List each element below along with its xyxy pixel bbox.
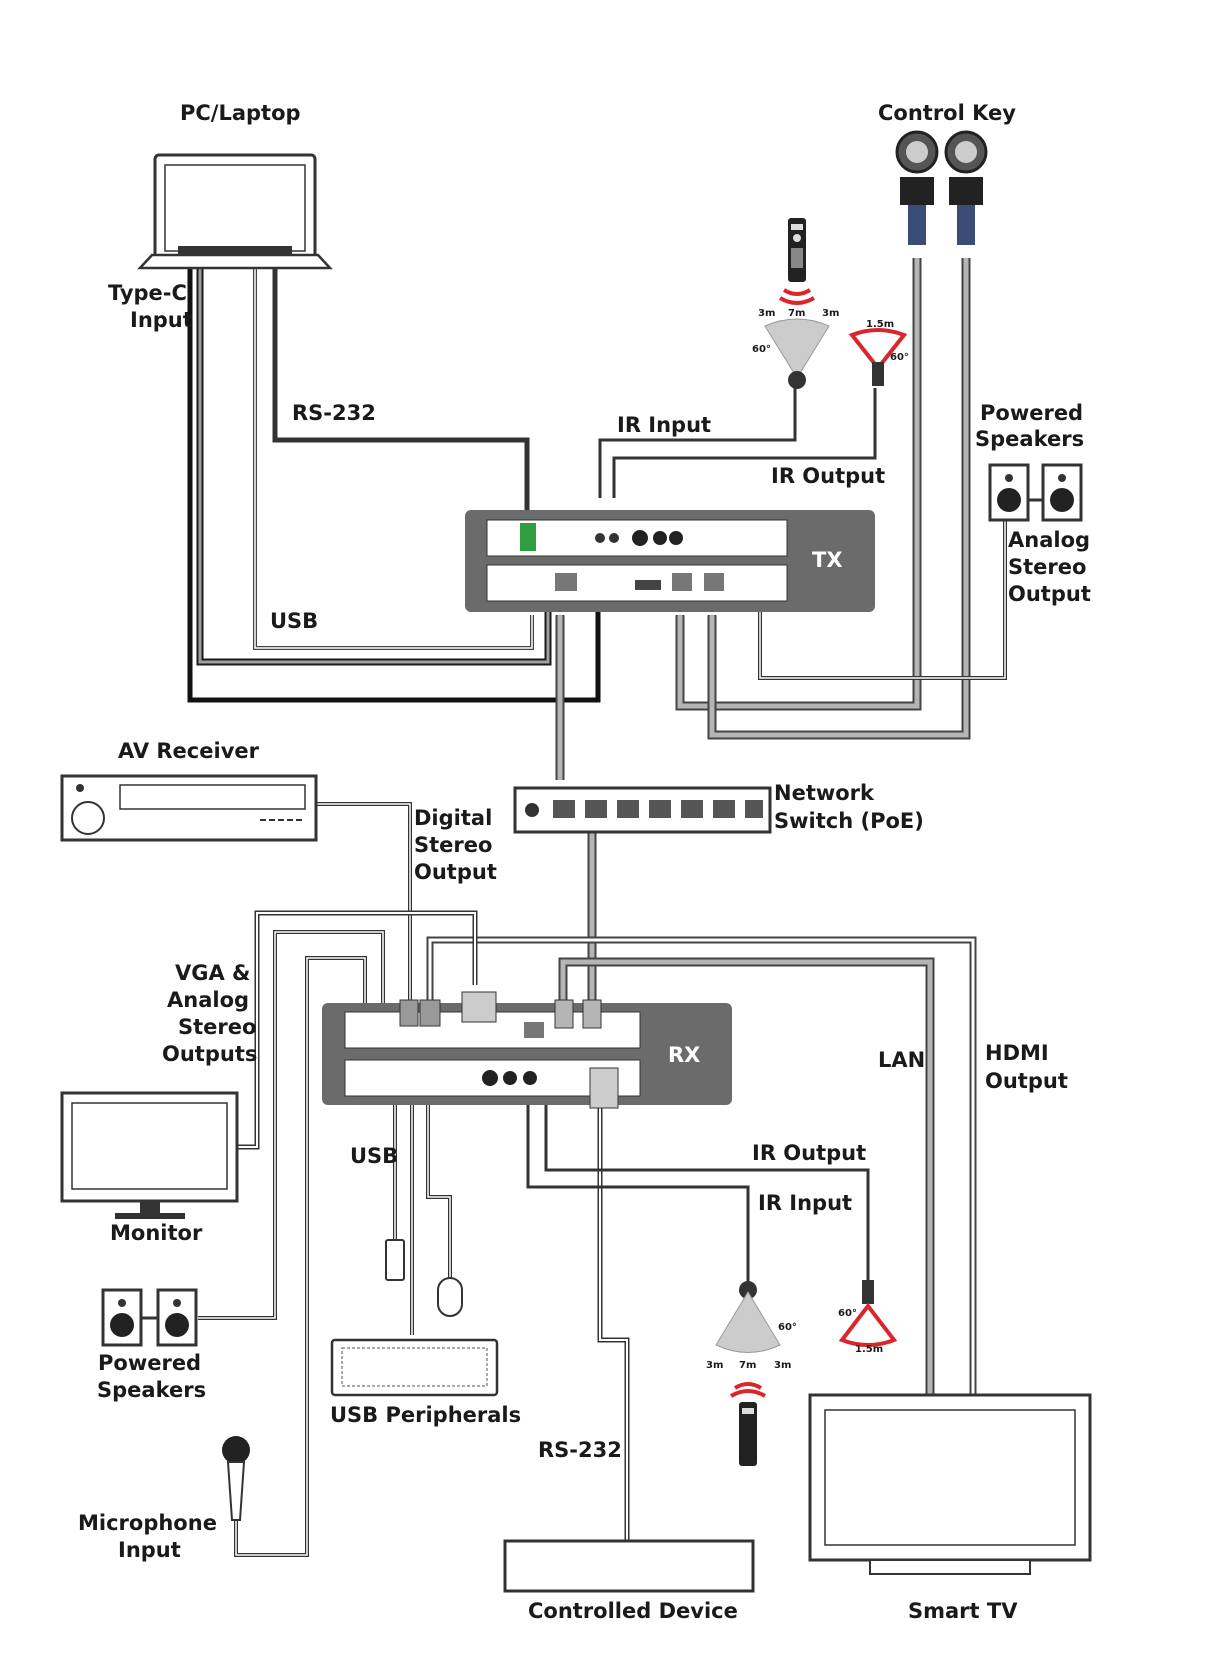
analog-stereo-bottom-cable [198, 930, 385, 1320]
microphone-icon [222, 1436, 250, 1521]
label-hdmi-2: Output [985, 1069, 1068, 1093]
ir-input-bottom-cable [526, 1105, 750, 1285]
label-ir-output-bottom: IR Output [752, 1141, 866, 1165]
control-key-icon [895, 130, 988, 245]
mouse-icon [437, 1277, 463, 1317]
rs232-bottom-cable [597, 1105, 630, 1540]
analog-stereo-top-cable [758, 510, 1007, 680]
label-network-switch-2: Switch (PoE) [774, 809, 924, 833]
label-analog-stereo-1: Analog [1008, 528, 1090, 552]
ir-blaster-angle-top: 60° [890, 352, 909, 363]
hdmi-output-cable [426, 936, 977, 1395]
remote-control-bottom-icon [729, 1382, 767, 1466]
usb-flash-drive-icon [385, 1239, 405, 1281]
label-ir-output-top: IR Output [771, 464, 885, 488]
label-digital-stereo-3: Output [414, 860, 497, 884]
speakers-bottom-icon [101, 1288, 198, 1347]
control-key-cables [675, 258, 971, 740]
label-pc-laptop: PC/Laptop [180, 101, 301, 125]
label-monitor: Monitor [110, 1221, 203, 1245]
label-powered-speakers-top-1: Powered [980, 401, 1083, 425]
label-digital-stereo-1: Digital [414, 806, 492, 830]
label-usb-bottom: USB [350, 1144, 398, 1168]
ir-output-top-cable [612, 388, 877, 498]
tx-label: TX [812, 548, 843, 572]
remote-control-icon [788, 218, 806, 282]
smart-tv-icon [808, 1393, 1092, 1575]
label-vga-1: VGA & [175, 961, 250, 985]
keyboard-icon [330, 1338, 499, 1397]
ir-receiver-range-bottom-icon [715, 1281, 781, 1353]
ir-range-left-top: 3m [758, 308, 775, 319]
label-ir-input-bottom: IR Input [758, 1191, 852, 1215]
tx-unit [465, 510, 875, 612]
label-powered-speakers-top-2: Speakers [975, 427, 1084, 451]
ir-range-center-bottom: 7m [739, 1360, 756, 1371]
type-c-cable [196, 268, 552, 666]
ir-range-left-bottom: 3m [706, 1360, 723, 1371]
usb-cable [253, 268, 534, 650]
label-analog-stereo-3: Output [1008, 582, 1091, 606]
ir-blaster-angle-bottom: 60° [838, 1308, 857, 1319]
label-type-c-1: Type-C [108, 281, 187, 305]
label-analog-stereo-2: Stereo [1008, 555, 1086, 579]
label-powered-speakers-bottom-1: Powered [98, 1351, 201, 1375]
network-switch-icon [513, 786, 772, 834]
label-controlled-device: Controlled Device [528, 1599, 738, 1623]
label-vga-4: Outputs [162, 1042, 257, 1066]
label-vga-3: Stereo [178, 1015, 256, 1039]
label-network-switch-1: Network [774, 781, 875, 805]
ir-blaster-range-bottom-icon [838, 1280, 898, 1347]
label-av-receiver: AV Receiver [118, 739, 260, 763]
ir-range-right-top: 3m [822, 308, 839, 319]
ir-angle-bottom: 60° [778, 1322, 797, 1333]
ir-range-right-bottom: 3m [774, 1360, 791, 1371]
label-vga-2: Analog [167, 988, 249, 1012]
vga-cable [237, 910, 478, 1150]
label-digital-stereo-2: Stereo [414, 833, 492, 857]
monitor-icon [60, 1091, 239, 1219]
label-ir-input-top: IR Input [617, 413, 711, 437]
lan-cable [558, 957, 935, 1395]
label-type-c-2: Input [130, 308, 193, 332]
ir-receiver-range-icon [764, 318, 830, 389]
label-control-key: Control Key [878, 101, 1016, 125]
laptop-icon [137, 153, 333, 270]
rx-label: RX [668, 1043, 700, 1067]
ir-input-top-cable [598, 382, 797, 498]
ir-output-bottom-cable [544, 1105, 870, 1280]
rx-unit [322, 991, 732, 1109]
ir-blaster-distance-top: 1.5m [866, 319, 894, 330]
label-powered-speakers-bottom-2: Speakers [97, 1378, 206, 1402]
ir-range-center-top: 7m [788, 308, 805, 319]
controlled-device-icon [503, 1539, 755, 1593]
ir-angle-top: 60° [752, 344, 771, 355]
usb-peripheral-cables [393, 1105, 452, 1335]
ir-blaster-range-icon [848, 328, 908, 386]
digital-stereo-cable [316, 802, 412, 1000]
label-hdmi-1: HDMI [985, 1041, 1049, 1065]
microphone-cable [234, 956, 367, 1557]
label-usb-top: USB [270, 609, 318, 633]
label-smart-tv: Smart TV [908, 1599, 1018, 1623]
label-microphone-2: Input [118, 1538, 181, 1562]
ir-blaster-distance-bottom: 1.5m [855, 1344, 883, 1355]
type-c-black-cable [187, 268, 601, 703]
label-usb-peripherals: USB Peripherals [330, 1403, 521, 1427]
label-lan: LAN [878, 1048, 925, 1072]
av-receiver-icon [60, 774, 318, 842]
label-rs232-bottom: RS-232 [538, 1438, 622, 1462]
ir-waves-icon [778, 288, 816, 305]
speakers-top-icon [988, 463, 1083, 522]
label-microphone-1: Microphone [78, 1511, 217, 1535]
rs232-top-cable [272, 268, 530, 520]
label-rs232-top: RS-232 [292, 401, 376, 425]
